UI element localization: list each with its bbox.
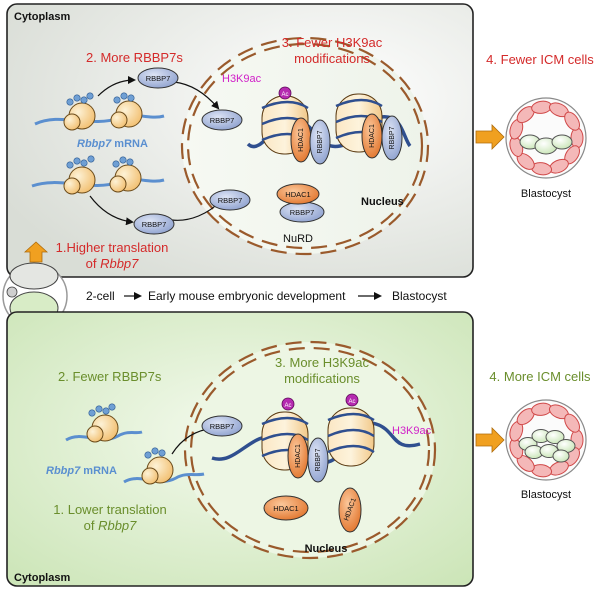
stage-start-label: 2-cell [86, 289, 115, 303]
development-timeline: 2-cell Early mouse embryonic development… [86, 289, 447, 303]
bottom-outcome-label: 4. More ICM cells [489, 369, 591, 384]
top-cytoplasm-label: Cytoplasm [14, 11, 70, 23]
top-rbbp7-protein-d: RBBP7 [209, 189, 251, 211]
bottom-panel: Cytoplasm Nucleus 2. Fewer RBBP7s 3. Mor… [6, 311, 474, 587]
svg-text:RBBP7: RBBP7 [218, 196, 243, 205]
bottom-rbbp7-protein-a: RBBP7 [201, 415, 243, 437]
top-rbbp7-protein-c: RBBP7 [133, 213, 175, 235]
svg-text:HDAC1: HDAC1 [295, 444, 302, 468]
bottom-mrna-label: Rbbp7 mRNA [46, 465, 117, 477]
top-h3k9ac-label: H3K9ac [222, 73, 262, 85]
bottom-trophectoderm-cells [509, 402, 584, 478]
top-step1-gene: Rbbp7 [100, 256, 139, 271]
embryo-up-arrow [23, 241, 49, 263]
top-polysome-1 [34, 92, 165, 131]
top-icm-cells [519, 134, 573, 155]
bottom-nucleus-label: Nucleus [305, 543, 348, 555]
bottom-step2-label: 2. Fewer RBBP7s [58, 369, 162, 384]
top-outcome-label: 4. Fewer ICM cells [486, 52, 594, 67]
bottom-step1-line1: 1. Lower translation [53, 502, 166, 517]
top-nucleus-label: Nucleus [361, 196, 404, 208]
svg-text:Ac: Ac [348, 399, 355, 405]
top-nurd-label: NuRD [283, 233, 313, 245]
bottom-ac-mark-2: Ac [345, 393, 359, 407]
bottom-rbbp7-bound-1: RBBP7 [307, 437, 329, 483]
top-rbbp7-protein-b: RBBP7 [201, 109, 243, 131]
svg-text:HDAC1: HDAC1 [298, 128, 305, 152]
top-polysome-2 [31, 155, 165, 195]
bottom-icm-cells [518, 429, 576, 463]
top-step1-line1: 1.Higher translation [56, 240, 169, 255]
svg-text:RBBP7: RBBP7 [315, 448, 322, 471]
bottom-blastocyst-caption: Blastocyst [521, 489, 571, 501]
process-label: Early mouse embryonic development [148, 289, 346, 303]
top-step3-line1: 3. Fewer H3K9ac [282, 35, 383, 50]
top-rbbp7-bound-1: RBBP7 [309, 119, 331, 165]
svg-text:RBBP7: RBBP7 [389, 126, 396, 149]
bottom-cytoplasm-label: Cytoplasm [14, 572, 70, 584]
svg-text:Ac: Ac [281, 92, 288, 98]
trophectoderm-cell [564, 413, 580, 433]
top-outcome-arrow [475, 124, 505, 150]
svg-text:HDAC1: HDAC1 [285, 190, 310, 199]
bottom-step1-gene: Rbbp7 [98, 518, 137, 533]
top-blastocyst [505, 97, 587, 179]
bottom-outcome: 4. More ICM cells Blastocyst [475, 369, 591, 501]
top-ac-mark-1: Ac [278, 86, 292, 100]
trophectoderm-cell [564, 111, 580, 131]
bottom-h3k9ac-label: H3K9ac [392, 425, 432, 437]
top-hdac1-bound-2: HDAC1 [361, 113, 383, 159]
top-step2-label: 2. More RBBP7s [86, 50, 183, 65]
bottom-nucleosome-2 [327, 407, 375, 467]
bottom-hdac1-bound-1: HDAC1 [287, 433, 309, 479]
top-hdac1-bound-1: HDAC1 [290, 117, 312, 163]
bottom-blastocyst [505, 399, 587, 481]
svg-text:HDAC1: HDAC1 [369, 124, 376, 148]
svg-text:RBBP7: RBBP7 [142, 220, 167, 229]
svg-text:RBBP7: RBBP7 [317, 130, 324, 153]
bottom-polysome-2 [123, 447, 205, 485]
top-outcome: 4. Fewer ICM cells Blastocyst [475, 52, 594, 200]
bottom-polysome-1 [65, 403, 143, 443]
svg-text:HDAC1: HDAC1 [273, 504, 298, 513]
svg-text:RBBP7: RBBP7 [210, 422, 235, 431]
trophectoderm-cell [570, 127, 584, 149]
bottom-step3-line1: 3. More H3K9ac [275, 355, 369, 370]
top-nurd-complex: RBBP7 HDAC1 [276, 183, 325, 223]
bottom-ac-mark-1: Ac [281, 397, 295, 411]
svg-text:RBBP7: RBBP7 [210, 116, 235, 125]
top-blastocyst-caption: Blastocyst [521, 188, 571, 200]
svg-text:RBBP7: RBBP7 [146, 74, 171, 83]
top-rbbp7-protein-a: RBBP7 [137, 67, 179, 89]
svg-text:Ac: Ac [284, 403, 291, 409]
top-step3-line2: modifications [294, 51, 370, 66]
top-step1-line2: of Rbbp7 [86, 256, 140, 271]
bottom-step3-line2: modifications [284, 371, 360, 386]
bottom-outcome-arrow [475, 427, 505, 453]
bottom-hdac1-free-a: HDAC1 [263, 495, 309, 521]
bottom-hdac1-free-b: HDAC1 [338, 487, 362, 533]
bottom-step1-line2: of Rbbp7 [84, 518, 138, 533]
stage-end-label: Blastocyst [392, 289, 447, 303]
top-rbbp7-bound-2: RBBP7 [381, 115, 403, 161]
svg-text:RBBP7: RBBP7 [290, 208, 315, 217]
top-panel: Cytoplasm Nucleus 2. More RBBP7s 3. Fewe… [6, 3, 474, 278]
top-mrna-label: Rbbp7 mRNA [77, 138, 148, 150]
